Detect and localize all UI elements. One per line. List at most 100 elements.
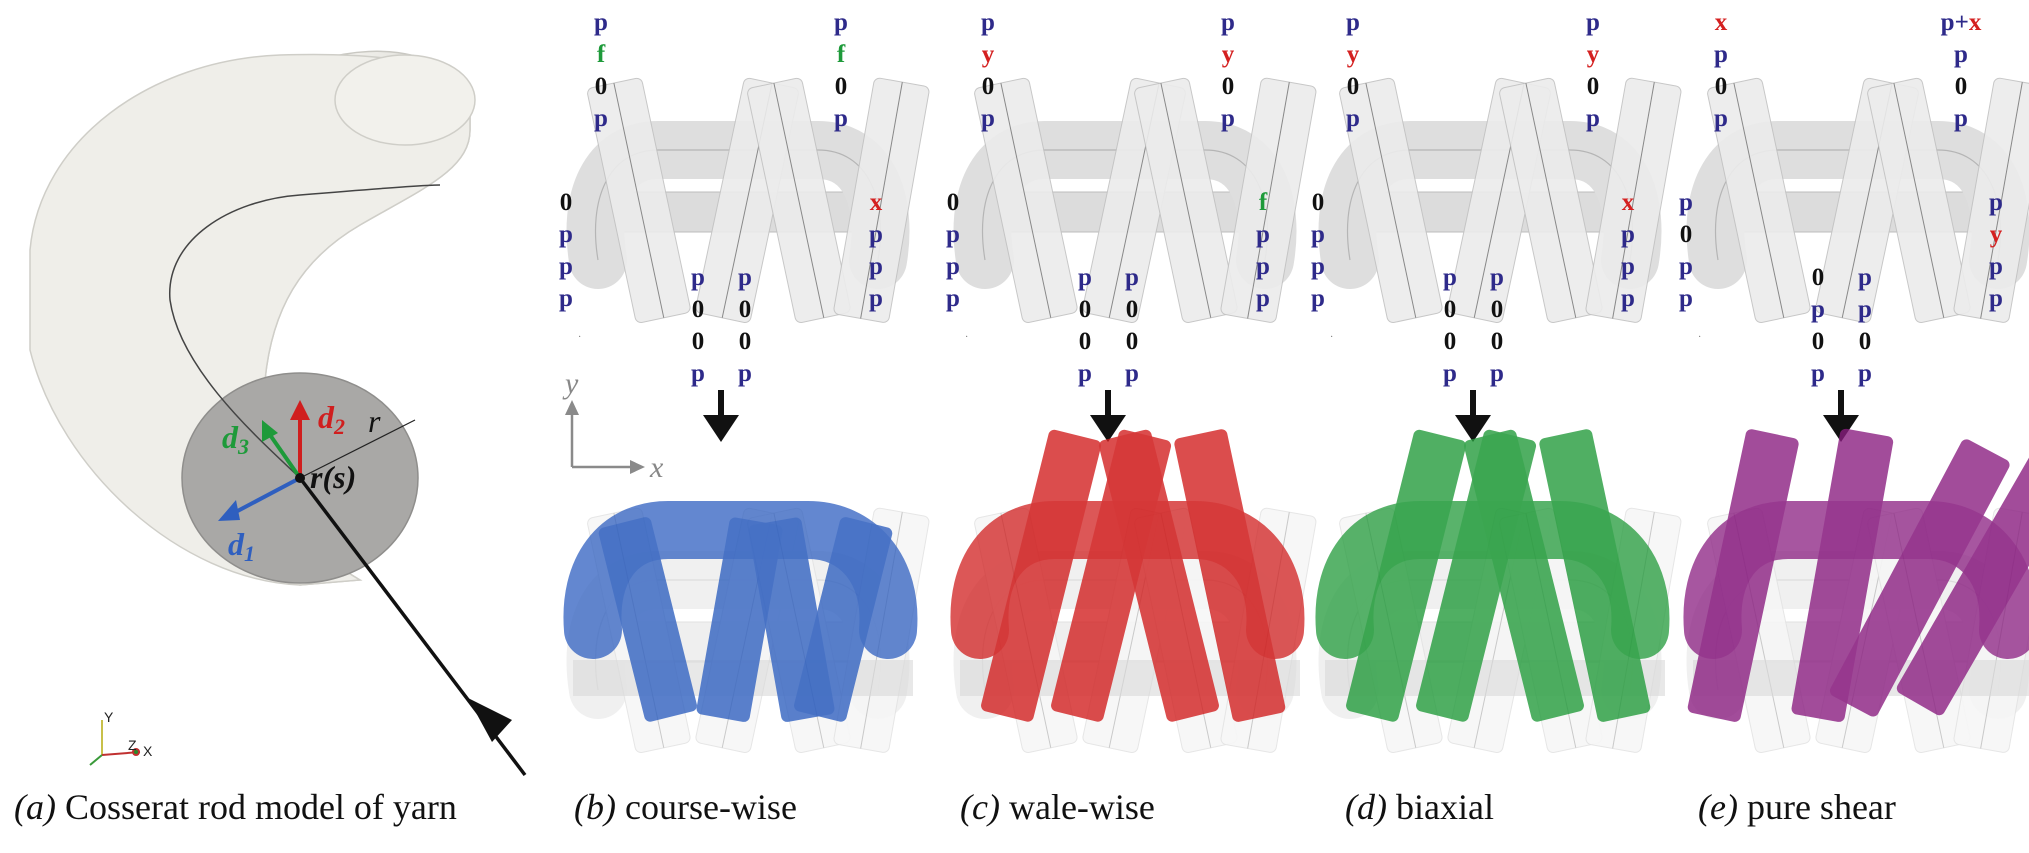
position-label: r(s)	[310, 459, 356, 495]
deformed-leg-3	[1896, 441, 2029, 716]
top-right-tr-label: 0	[1955, 73, 1968, 100]
deformed-loop-splay	[563, 501, 918, 722]
top-left-tl-label: y	[1347, 41, 1360, 68]
bottom-left-bl-label: p	[1811, 296, 1825, 323]
deformed-leg-0	[1346, 429, 1467, 722]
rod-centerline	[169, 184, 441, 479]
mid-right-mr-label: p	[869, 253, 883, 280]
bottom-right-br-label: 0	[1491, 328, 1504, 355]
bottom-right-br-label: 0	[1126, 296, 1139, 323]
deformed-leg-2	[1098, 429, 1219, 722]
deformed-leg-0	[981, 429, 1102, 722]
down-arrowhead	[1090, 415, 1126, 442]
mini-axes-icon: Y Z X	[89, 709, 153, 766]
top-right-tr-label: 0	[835, 73, 848, 100]
mid-right-mr-label: p	[1256, 285, 1270, 312]
svg-text:·: ·	[1330, 332, 1333, 343]
bottom-left-bl-label: p	[691, 360, 705, 387]
top-left-tl-label: p	[1346, 105, 1360, 132]
top-right-tr-label: y	[1587, 41, 1600, 68]
x-axis-label: x	[649, 451, 664, 484]
deformed-leg-3	[1539, 429, 1651, 722]
deformed-leg-3	[794, 517, 893, 722]
y-axis-arrowhead	[565, 400, 579, 415]
top-left-tl-label: p	[1346, 9, 1360, 36]
bottom-left-bl-label: 0	[1812, 264, 1825, 291]
d3-label: d3	[222, 419, 249, 459]
bottom-right-br-label: 0	[739, 328, 752, 355]
d3-arrow	[266, 430, 302, 480]
bottom-left-bl-label: 0	[1812, 328, 1825, 355]
cosserat-rod-diagram: d1 d2 d3 r r(s) Y Z X	[29, 50, 527, 777]
deformed-loop-stretch	[1315, 429, 1670, 722]
down-arrowhead	[1823, 415, 1859, 442]
bottom-left-bl-label: 0	[692, 328, 705, 355]
top-right-tr-label: p+x	[1941, 9, 1982, 36]
mid-left-ml-label: p	[1679, 253, 1693, 280]
d1-arrowhead	[218, 500, 240, 521]
deformed-leg-3	[1174, 429, 1286, 722]
bottom-right-br-label: 0	[739, 296, 752, 323]
mid-left-ml-label: p	[1311, 221, 1325, 248]
caption-c: (c) wale-wise	[960, 787, 1155, 827]
deformed-leg-0	[598, 517, 697, 722]
bottom-right-br-label: p	[738, 360, 752, 387]
top-right-tr-label: p	[1221, 105, 1235, 132]
bottom-right-br-label: 0	[1859, 328, 1872, 355]
mid-left-ml-label: 0	[1680, 221, 1693, 248]
bottom-right-br-label: 0	[1126, 328, 1139, 355]
d2-arrowhead	[290, 400, 310, 420]
mid-right-mr-label: p	[1621, 221, 1635, 248]
svg-text:·: ·	[1698, 332, 1701, 343]
loop-gray	[1686, 77, 2029, 324]
mid-right-mr-label: p	[869, 221, 883, 248]
top-right-tr-label: 0	[1587, 73, 1600, 100]
top-right-tr-label: p	[834, 9, 848, 36]
top-left-tl-label: 0	[982, 73, 995, 100]
mid-left-ml-label: p	[1311, 285, 1325, 312]
mid-left-ml-label: p	[559, 285, 573, 312]
x-axis-arrowhead	[630, 460, 645, 474]
mid-right-mr-label: p	[1989, 253, 2003, 280]
bottom-right-br-label: p	[1858, 264, 1872, 291]
top-left-tl-label: p	[1714, 105, 1728, 132]
mid-right-mr-label: y	[1990, 221, 2003, 248]
bottom-left-bl-label: 0	[1079, 328, 1092, 355]
svg-text:Y: Y	[104, 709, 114, 725]
top-left-tl-label: p	[594, 9, 608, 36]
top-left-tl-label: 0	[1715, 73, 1728, 100]
radius-label: r	[368, 403, 381, 439]
mid-left-ml-label: p	[559, 253, 573, 280]
d2-label: d2	[318, 399, 345, 439]
rod-outer-band	[29, 53, 471, 586]
top-left-tl-label: 0	[595, 73, 608, 100]
mid-left-ml-label: p	[559, 221, 573, 248]
top-right-tr-label: p	[1954, 105, 1968, 132]
top-right-tr-label: y	[1222, 41, 1235, 68]
svg-text:·: ·	[578, 332, 581, 343]
caption-e: (e) pure shear	[1698, 787, 1896, 827]
top-left-tl-label: f	[597, 41, 606, 68]
mid-right-mr-label: p	[1989, 285, 2003, 312]
mid-left-ml-label: p	[1679, 189, 1693, 216]
mid-right-mr-label: f	[1259, 189, 1268, 216]
mid-right-mr-label: p	[1989, 189, 2003, 216]
bottom-right-br-label: 0	[1491, 296, 1504, 323]
bottom-right-br-label: p	[1125, 360, 1139, 387]
bottom-left-bl-label: p	[1811, 360, 1825, 387]
bottom-left-bl-label: p	[691, 264, 705, 291]
mid-right-mr-label: p	[1256, 221, 1270, 248]
bottom-left-bl-label: 0	[692, 296, 705, 323]
bottom-left-bl-label: 0	[1079, 296, 1092, 323]
d3-arrowhead	[262, 420, 278, 442]
bottom-left-bl-label: 0	[1444, 296, 1457, 323]
bottom-left-bl-label: p	[1078, 264, 1092, 291]
rod-top-end	[334, 54, 476, 146]
caption-d: (d) biaxial	[1345, 787, 1494, 827]
top-left-tl-label: p	[981, 9, 995, 36]
mid-left-ml-label: p	[946, 253, 960, 280]
